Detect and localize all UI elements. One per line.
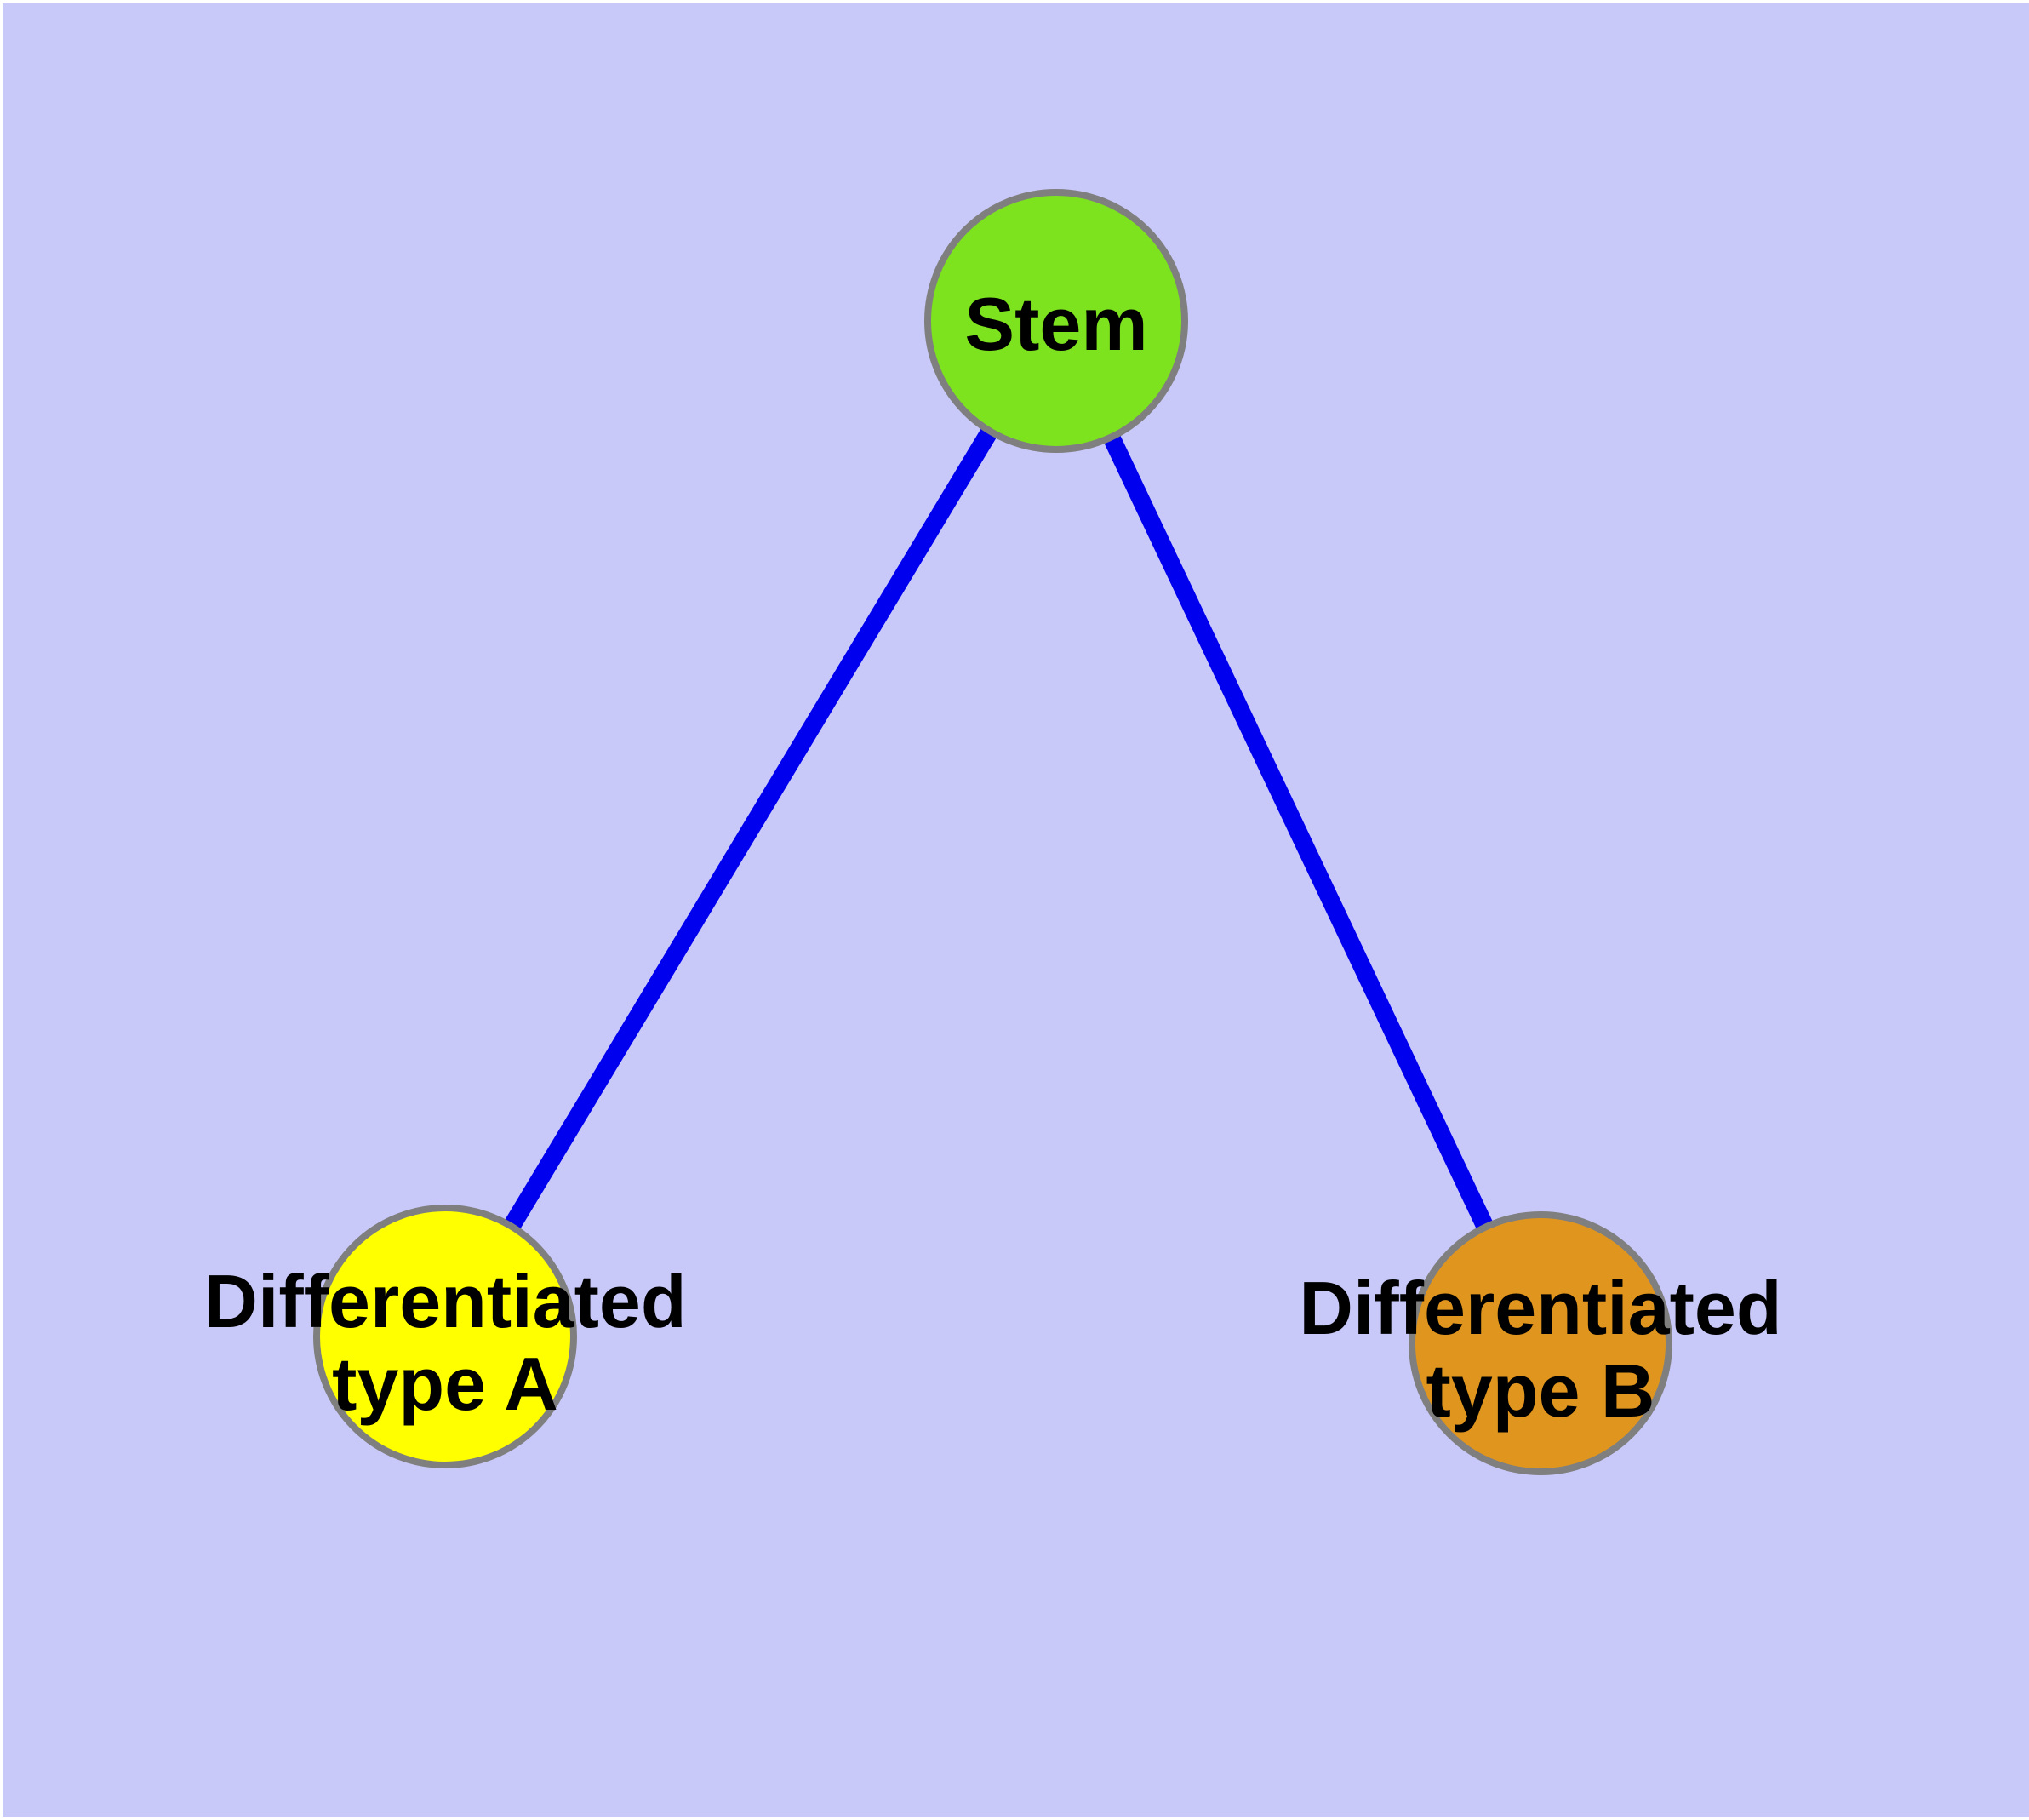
node-differentiated-type-b <box>1409 1211 1672 1475</box>
edge-stem-to-type-b <box>1047 312 1550 1353</box>
node-differentiated-type-a-label-line-1: Differentiated <box>203 1259 686 1343</box>
node-stem <box>924 189 1188 453</box>
node-differentiated-type-a <box>313 1205 577 1468</box>
edge-stem-to-type-a <box>436 312 1066 1346</box>
node-differentiated-type-b-label-line-2: type B <box>1426 1348 1655 1433</box>
node-differentiated-type-a-label-line-2: type A <box>332 1342 558 1426</box>
node-differentiated-type-b-label-line-1: Differentiated <box>1299 1266 1781 1350</box>
node-stem-label: Stem <box>964 282 1147 366</box>
